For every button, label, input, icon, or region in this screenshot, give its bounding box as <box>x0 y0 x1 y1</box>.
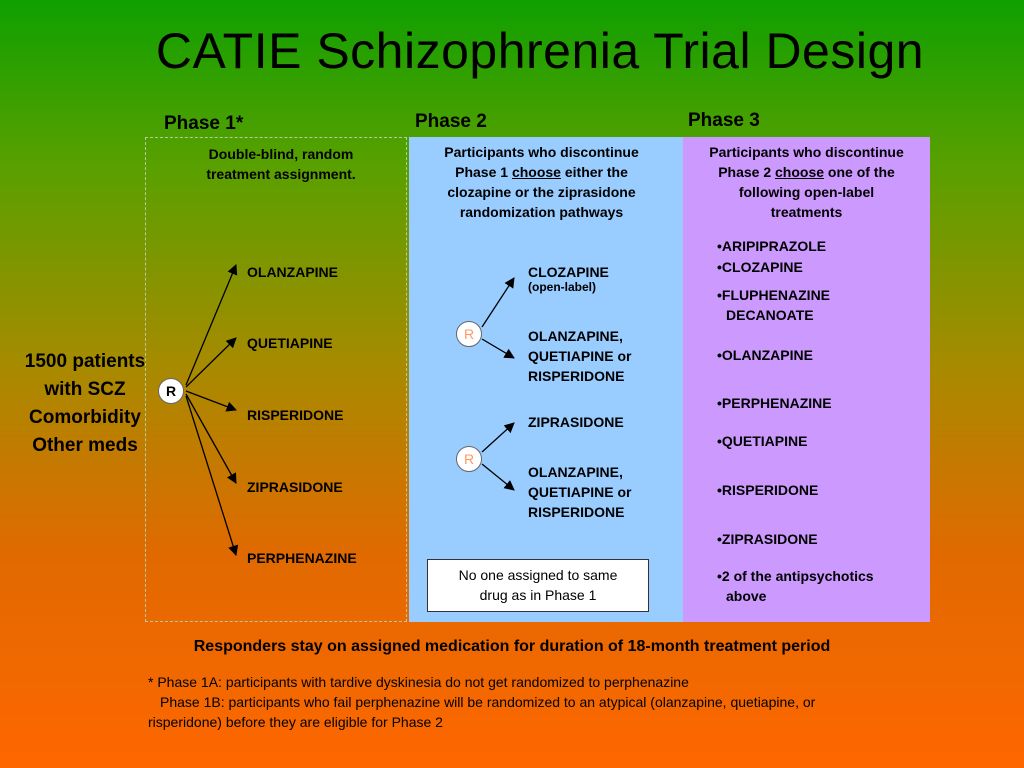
phase1-random-node: R <box>158 378 184 404</box>
option-line: RISPERIDONE <box>528 368 625 384</box>
footnote-line: Phase 1B: participants who fail perphena… <box>160 694 816 710</box>
phase3-description-line: Participants who discontinue <box>709 144 904 160</box>
phase3-drug-two-antipsychotics: •2 of the antipsychotics above <box>717 566 874 606</box>
phase3-drug-aripiprazole: •ARIPIPRAZOLE <box>717 238 827 254</box>
responders-statement: Responders stay on assigned medication f… <box>193 638 831 655</box>
phase2-description-line: randomization pathways <box>459 204 624 220</box>
option-line: QUETIAPINE or <box>528 484 632 500</box>
phase3-description: Participants who discontinue Phase 2 cho… <box>683 142 930 222</box>
phase1-drug-olanzapine: OLANZAPINE <box>247 264 338 280</box>
phase2-option-clozapine-name: CLOZAPINE <box>528 264 609 280</box>
phase2-description-line: clozapine or the ziprasidone <box>447 184 636 200</box>
drug-line: above <box>726 588 767 604</box>
drug-line: •FLUPHENAZINE <box>717 287 831 303</box>
arrow-to-quetiapine <box>185 337 237 388</box>
footnote-line: * Phase 1A: participants with tardive dy… <box>148 674 689 690</box>
phase3-box <box>683 137 930 622</box>
patients-line: Other meds <box>32 435 138 456</box>
option-line: QUETIAPINE or <box>528 348 632 364</box>
note-line: No one assigned to same <box>458 567 618 583</box>
phase1-description: Double-blind, random treatment assignmen… <box>165 144 397 184</box>
patients-line: Comorbidity <box>29 407 141 428</box>
phase3-choose-word: choose <box>775 164 825 180</box>
phase2-option-olz-que-ris-2: OLANZAPINE, QUETIAPINE or RISPERIDONE <box>528 462 631 522</box>
phase3-label: Phase 3 <box>688 110 760 131</box>
footnote-line: risperidone) before they are eligible fo… <box>148 714 443 730</box>
note-line: drug as in Phase 1 <box>479 587 597 603</box>
phase3-drug-ziprasidone: •ZIPRASIDONE <box>717 531 818 547</box>
phase1-description-line: treatment assignment. <box>206 166 356 182</box>
patients-line: with SCZ <box>44 379 126 400</box>
phase2-option-clozapine: CLOZAPINE (open-label) <box>528 262 609 294</box>
phase2-box <box>409 137 683 622</box>
phase2-random-node-ziprasidone: R <box>456 446 482 472</box>
phase3-drug-fluphenazine: •FLUPHENAZINE DECANOATE <box>717 285 830 325</box>
phase1-description-line: Double-blind, random <box>208 146 354 162</box>
phase1-label: Phase 1* <box>164 113 244 134</box>
arrow-to-olz-que-ris-2 <box>481 463 515 491</box>
phase2-option-ziprasidone: ZIPRASIDONE <box>528 414 624 430</box>
arrow-to-ziprasidone <box>185 393 237 484</box>
phase1-drug-quetiapine: QUETIAPINE <box>247 335 333 351</box>
phase1-drug-risperidone: RISPERIDONE <box>247 407 344 423</box>
phase1-footnote: * Phase 1A: participants with tardive dy… <box>148 672 968 732</box>
arrow-to-clozapine <box>481 277 515 328</box>
phase1-drug-ziprasidone: ZIPRASIDONE <box>247 479 343 495</box>
drug-line: DECANOATE <box>726 307 814 323</box>
arrow-to-perphenazine <box>185 395 239 556</box>
phase3-description-line: treatments <box>770 204 843 220</box>
slide-title: CATIE Schizophrenia Trial Design <box>155 23 925 79</box>
phase3-description-line: following open-label <box>738 184 875 200</box>
phase2-option-olz-que-ris-1: OLANZAPINE, QUETIAPINE or RISPERIDONE <box>528 326 631 386</box>
phase3-description-line: Phase 2 choose one of the <box>718 164 895 180</box>
option-line: OLANZAPINE, <box>528 464 623 480</box>
phase2-description: Participants who discontinue Phase 1 cho… <box>409 142 674 222</box>
arrow-to-risperidone <box>185 390 237 412</box>
option-line: OLANZAPINE, <box>528 328 623 344</box>
phase1-drug-perphenazine: PERPHENAZINE <box>247 550 357 566</box>
patients-summary: 1500 patients with SCZ Comorbidity Other… <box>10 348 160 460</box>
phase2-description-line: Participants who discontinue <box>444 144 639 160</box>
phase2-description-line: Phase 1 choose either the <box>455 164 628 180</box>
arrow-to-olanzapine <box>185 264 238 386</box>
phase1-dashed-box <box>145 137 407 622</box>
phase2-option-clozapine-note: (open-label) <box>528 280 596 294</box>
phase3-drug-quetiapine: •QUETIAPINE <box>717 433 808 449</box>
phase3-drug-risperidone: •RISPERIDONE <box>717 482 819 498</box>
phase3-drug-olanzapine: •OLANZAPINE <box>717 347 813 363</box>
phase2-random-node-clozapine: R <box>456 321 482 347</box>
patients-line: 1500 patients <box>24 351 146 372</box>
phase3-drug-perphenazine: •PERPHENAZINE <box>717 395 832 411</box>
arrow-to-ziprasidone-2 <box>481 422 515 453</box>
phase2-note-box: No one assigned to same drug as in Phase… <box>427 559 649 612</box>
phase3-drug-clozapine: •CLOZAPINE <box>717 259 803 275</box>
phase2-label: Phase 2 <box>415 111 487 132</box>
phase2-choose-word: choose <box>511 164 561 180</box>
drug-line: •2 of the antipsychotics <box>717 568 874 584</box>
arrow-to-olz-que-ris-1 <box>481 338 515 359</box>
option-line: RISPERIDONE <box>528 504 625 520</box>
